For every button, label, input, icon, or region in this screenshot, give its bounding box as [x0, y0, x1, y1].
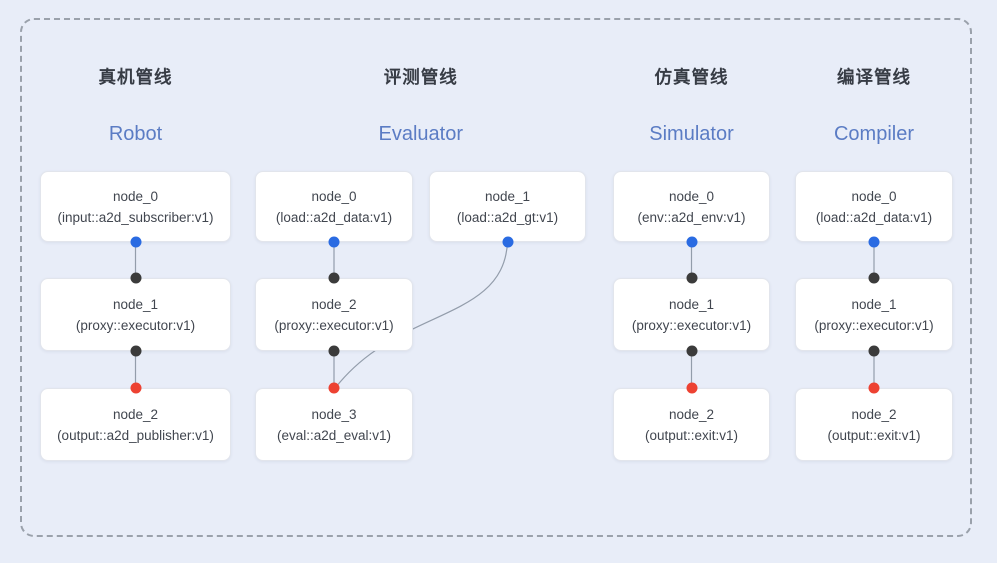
node-name: node_1	[851, 296, 897, 312]
node-type: (load::a2d_gt:v1)	[456, 209, 559, 225]
node-type: (env::a2d_env:v1)	[637, 209, 746, 225]
simulator-node_1-box: node_1(proxy::executor:v1)	[613, 278, 770, 351]
evaluator-node_2-top-port-dot	[328, 272, 340, 284]
node-name: node_1	[112, 296, 159, 312]
compiler-node_2-box: node_2(output::exit:v1)	[795, 388, 953, 461]
node-type: (proxy::executor:v1)	[75, 317, 196, 333]
pipeline-title-evaluator: 评测管线	[383, 67, 458, 87]
node-name: node_1	[484, 188, 531, 204]
simulator-node_0-bottom-port-dot	[686, 236, 697, 248]
evaluator-node_2-bottom-port-dot	[328, 345, 340, 357]
compiler-node_1-box: node_1(proxy::executor:v1)	[795, 278, 953, 351]
pipeline-subtitle-simulator: Simulator	[649, 123, 734, 145]
robot-node_2-box: node_2(output::a2d_publisher:v1)	[40, 388, 231, 461]
simulator-node_0-box: node_0(env::a2d_env:v1)	[613, 171, 770, 242]
node-type: (output::exit:v1)	[827, 427, 921, 443]
node-name: node_2	[311, 296, 357, 312]
pipeline-subtitle-evaluator: Evaluator	[378, 123, 464, 145]
compiler-node_1-bottom-port-dot	[868, 345, 880, 357]
node-name: node_0	[668, 188, 715, 204]
evaluator-node_1-bottom-port-dot	[502, 236, 513, 248]
node-name: node_2	[851, 406, 897, 422]
pipeline-subtitle-robot: Robot	[108, 123, 163, 145]
compiler-node_2-top-port-dot	[868, 382, 880, 394]
robot-node_1-bottom-port-dot	[130, 345, 141, 357]
pipeline-title-compiler: 编译管线	[837, 67, 911, 87]
node-type: (input::a2d_subscriber:v1)	[57, 209, 214, 225]
dashed-boundary	[20, 18, 972, 537]
pipeline-title-robot: 真机管线	[98, 67, 173, 87]
evaluator-node_1-box: node_1(load::a2d_gt:v1)	[429, 171, 586, 242]
simulator-node_1-bottom-port-dot	[686, 345, 697, 357]
robot-node_2-top-port-dot	[130, 382, 141, 394]
evaluator-node_2-box: node_2(proxy::executor:v1)	[255, 278, 413, 351]
node-type: (output::a2d_publisher:v1)	[57, 427, 214, 443]
node-name: node_2	[112, 406, 159, 422]
robot-node_0-bottom-port-dot	[130, 236, 141, 248]
node-type: (proxy::executor:v1)	[814, 317, 934, 333]
node-name: node_1	[668, 296, 715, 312]
node-name: node_2	[668, 406, 715, 422]
evaluator-cross-edge-curve	[335, 241, 509, 388]
node-name: node_3	[311, 406, 357, 422]
simulator-node_2-box: node_2(output::exit:v1)	[613, 388, 770, 461]
node-type: (output::exit:v1)	[644, 427, 739, 443]
node-type: (proxy::executor:v1)	[631, 317, 752, 333]
simulator-node_1-top-port-dot	[686, 272, 697, 284]
robot-node_0-box: node_0(input::a2d_subscriber:v1)	[40, 171, 231, 242]
compiler-node_1-top-port-dot	[868, 272, 880, 284]
evaluator-node_0-box: node_0(load::a2d_data:v1)	[255, 171, 413, 242]
compiler-node_0-box: node_0(load::a2d_data:v1)	[795, 171, 953, 242]
node-type: (eval::a2d_eval:v1)	[276, 427, 392, 443]
evaluator-node_3-top-port-dot	[328, 382, 340, 394]
node-type: (proxy::executor:v1)	[274, 317, 394, 333]
compiler-node_0-bottom-port-dot	[868, 236, 880, 248]
pipeline-subtitle-compiler: Compiler	[833, 123, 915, 145]
robot-node_1-top-port-dot	[130, 272, 141, 284]
evaluator-node_0-bottom-port-dot	[328, 236, 340, 248]
node-name: node_0	[851, 188, 897, 204]
robot-node_1-box: node_1(proxy::executor:v1)	[40, 278, 231, 351]
pipeline-title-simulator: 仿真管线	[654, 67, 729, 87]
simulator-node_2-top-port-dot	[686, 382, 697, 394]
node-name: node_0	[311, 188, 357, 204]
evaluator-node_3-box: node_3(eval::a2d_eval:v1)	[255, 388, 413, 461]
node-type: (load::a2d_data:v1)	[815, 209, 933, 225]
node-type: (load::a2d_data:v1)	[275, 209, 393, 225]
node-name: node_0	[112, 188, 159, 204]
